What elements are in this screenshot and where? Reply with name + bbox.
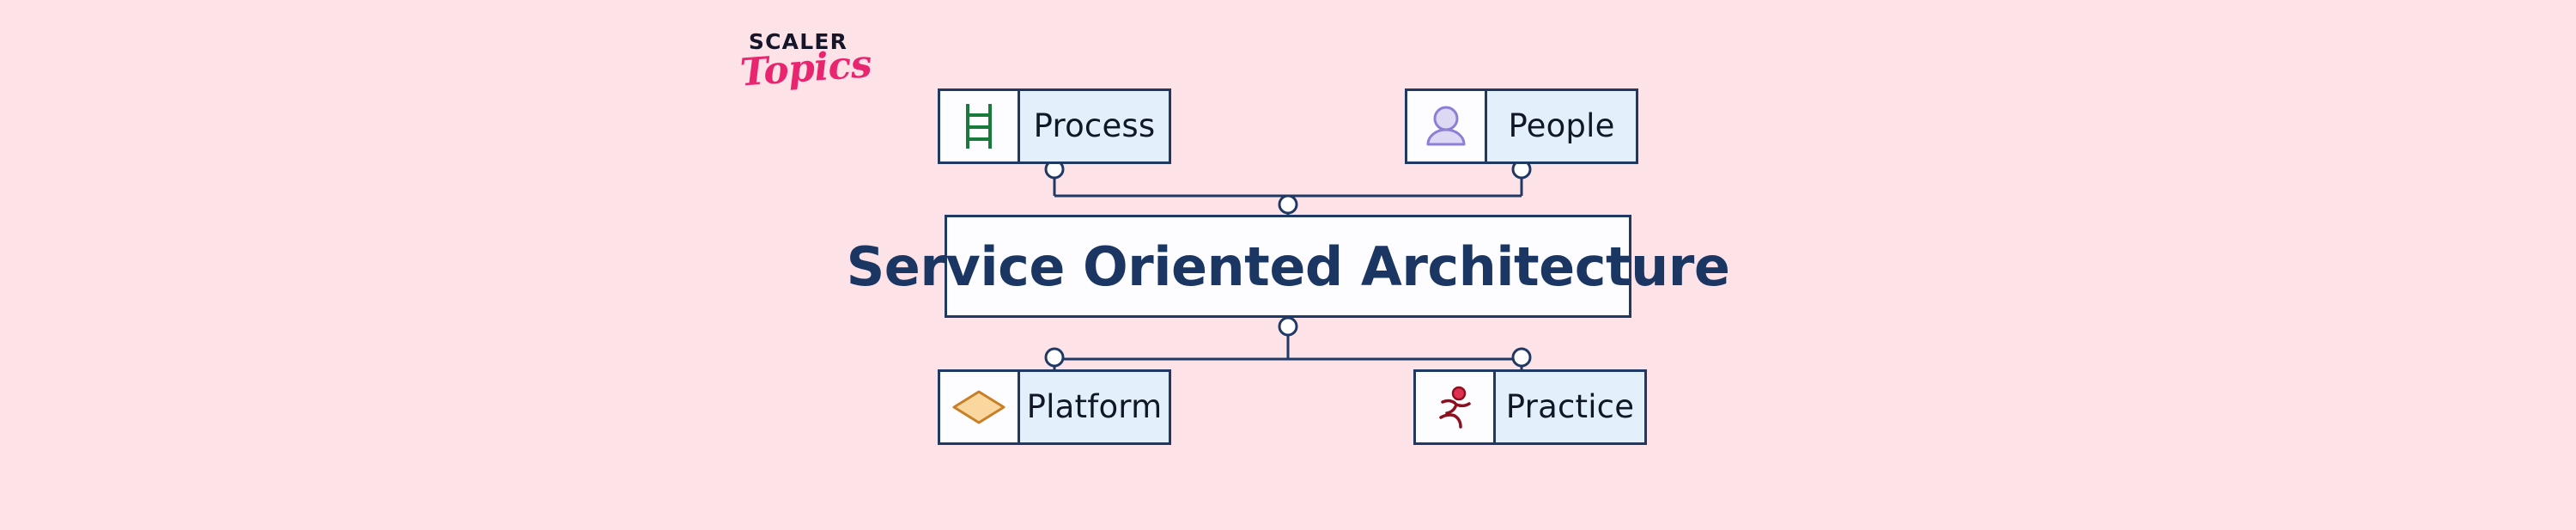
node-process[interactable]: Process [938, 88, 1171, 164]
node-people[interactable]: People [1405, 88, 1638, 164]
ladder-icon-cell [940, 91, 1020, 161]
running-person-icon [1439, 386, 1471, 429]
node-practice-label: Practice [1505, 387, 1635, 425]
scaler-topics-logo: SCALER Topics [738, 29, 872, 108]
node-process-label: Process [1033, 107, 1156, 144]
person-icon [1426, 106, 1466, 146]
junction-top-center [1278, 194, 1298, 215]
logo-scaler-text: SCALER [748, 29, 848, 54]
junction-platform [1044, 347, 1065, 368]
person-icon-cell [1407, 91, 1487, 161]
node-people-label: People [1508, 107, 1615, 144]
node-practice[interactable]: Practice [1413, 369, 1647, 445]
center-title: Service Oriented Architecture [846, 235, 1730, 298]
node-platform-label: Platform [1026, 387, 1163, 425]
running-person-icon-cell [1416, 372, 1496, 442]
ladder-icon [966, 104, 992, 149]
junction-bottom-center [1278, 316, 1298, 337]
node-service-oriented-architecture[interactable]: Service Oriented Architecture [847, 215, 1730, 318]
diamond-icon [952, 390, 1005, 424]
node-platform[interactable]: Platform [938, 369, 1171, 445]
junction-practice [1511, 347, 1532, 368]
diamond-icon-cell [940, 372, 1020, 442]
